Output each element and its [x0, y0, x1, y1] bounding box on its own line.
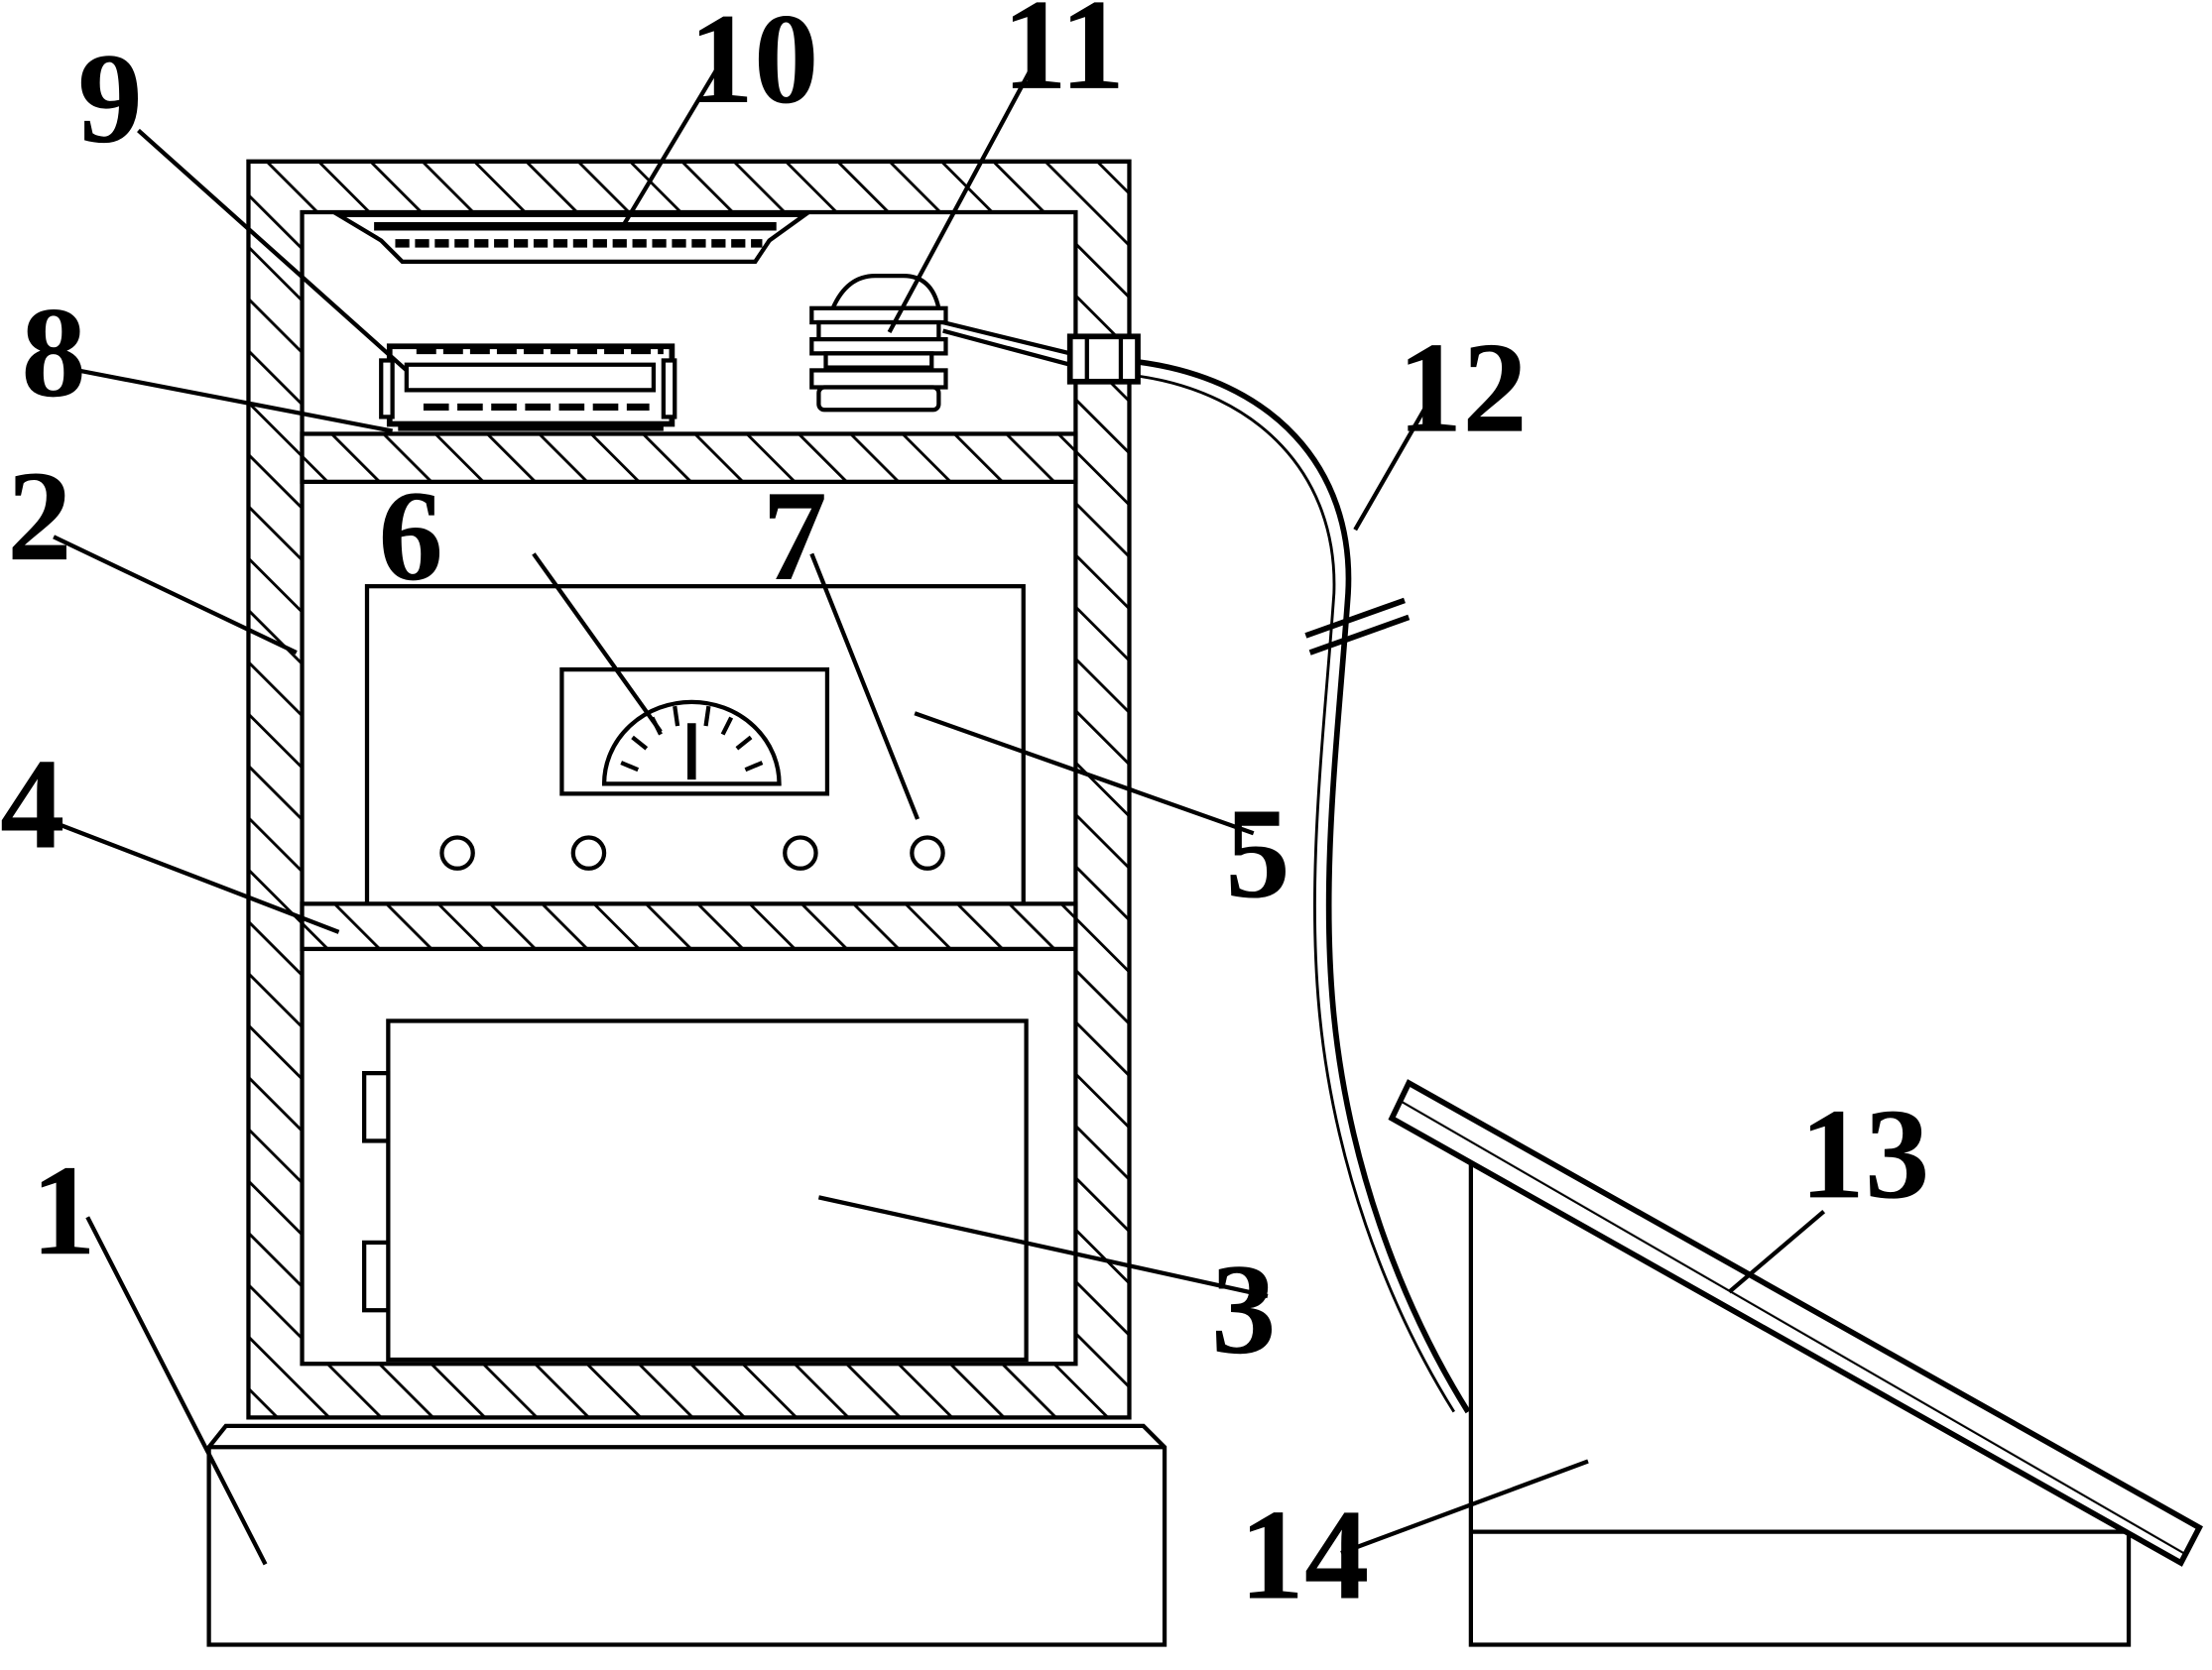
- knob-3: [783, 835, 818, 871]
- label-1: 1: [31, 1138, 95, 1282]
- knob-2: [570, 835, 607, 871]
- label-11: 11: [1002, 0, 1125, 117]
- labels: 1 2 3 4 5 6 7 8 9 10 11 12 13 14: [0, 0, 1929, 1627]
- cabinet-wall: [246, 159, 1132, 1420]
- label-4: 4: [0, 732, 64, 876]
- label-2: 2: [7, 444, 71, 588]
- label-3: 3: [1211, 1238, 1276, 1381]
- base: [206, 1423, 1167, 1647]
- label-9: 9: [77, 27, 142, 171]
- cable-clamp: [1304, 597, 1406, 639]
- leader-lines: [44, 56, 1826, 1566]
- label-8: 8: [21, 281, 85, 424]
- hinge-upper: [362, 1071, 391, 1143]
- control-module: [379, 343, 677, 431]
- solar-panel: [1388, 1079, 2203, 1567]
- label-12: 12: [1398, 316, 1528, 460]
- knob-1: [439, 835, 475, 871]
- knob-4: [910, 835, 945, 871]
- hinge-lower: [362, 1240, 391, 1313]
- label-5: 5: [1225, 781, 1290, 925]
- label-10: 10: [688, 0, 818, 131]
- lower-partition: [300, 901, 1078, 952]
- bracket: [1468, 1150, 2132, 1647]
- label-13: 13: [1799, 1082, 1929, 1226]
- label-14: 14: [1239, 1484, 1369, 1627]
- upper-partition: [300, 431, 1078, 484]
- label-6: 6: [378, 464, 442, 608]
- cable-gland: [1066, 333, 1141, 385]
- pump-unit: [809, 273, 1071, 413]
- label-7: 7: [762, 464, 826, 608]
- vent-fan: [330, 212, 811, 264]
- cable: [1137, 359, 1471, 1414]
- storage-box: [386, 1018, 1029, 1363]
